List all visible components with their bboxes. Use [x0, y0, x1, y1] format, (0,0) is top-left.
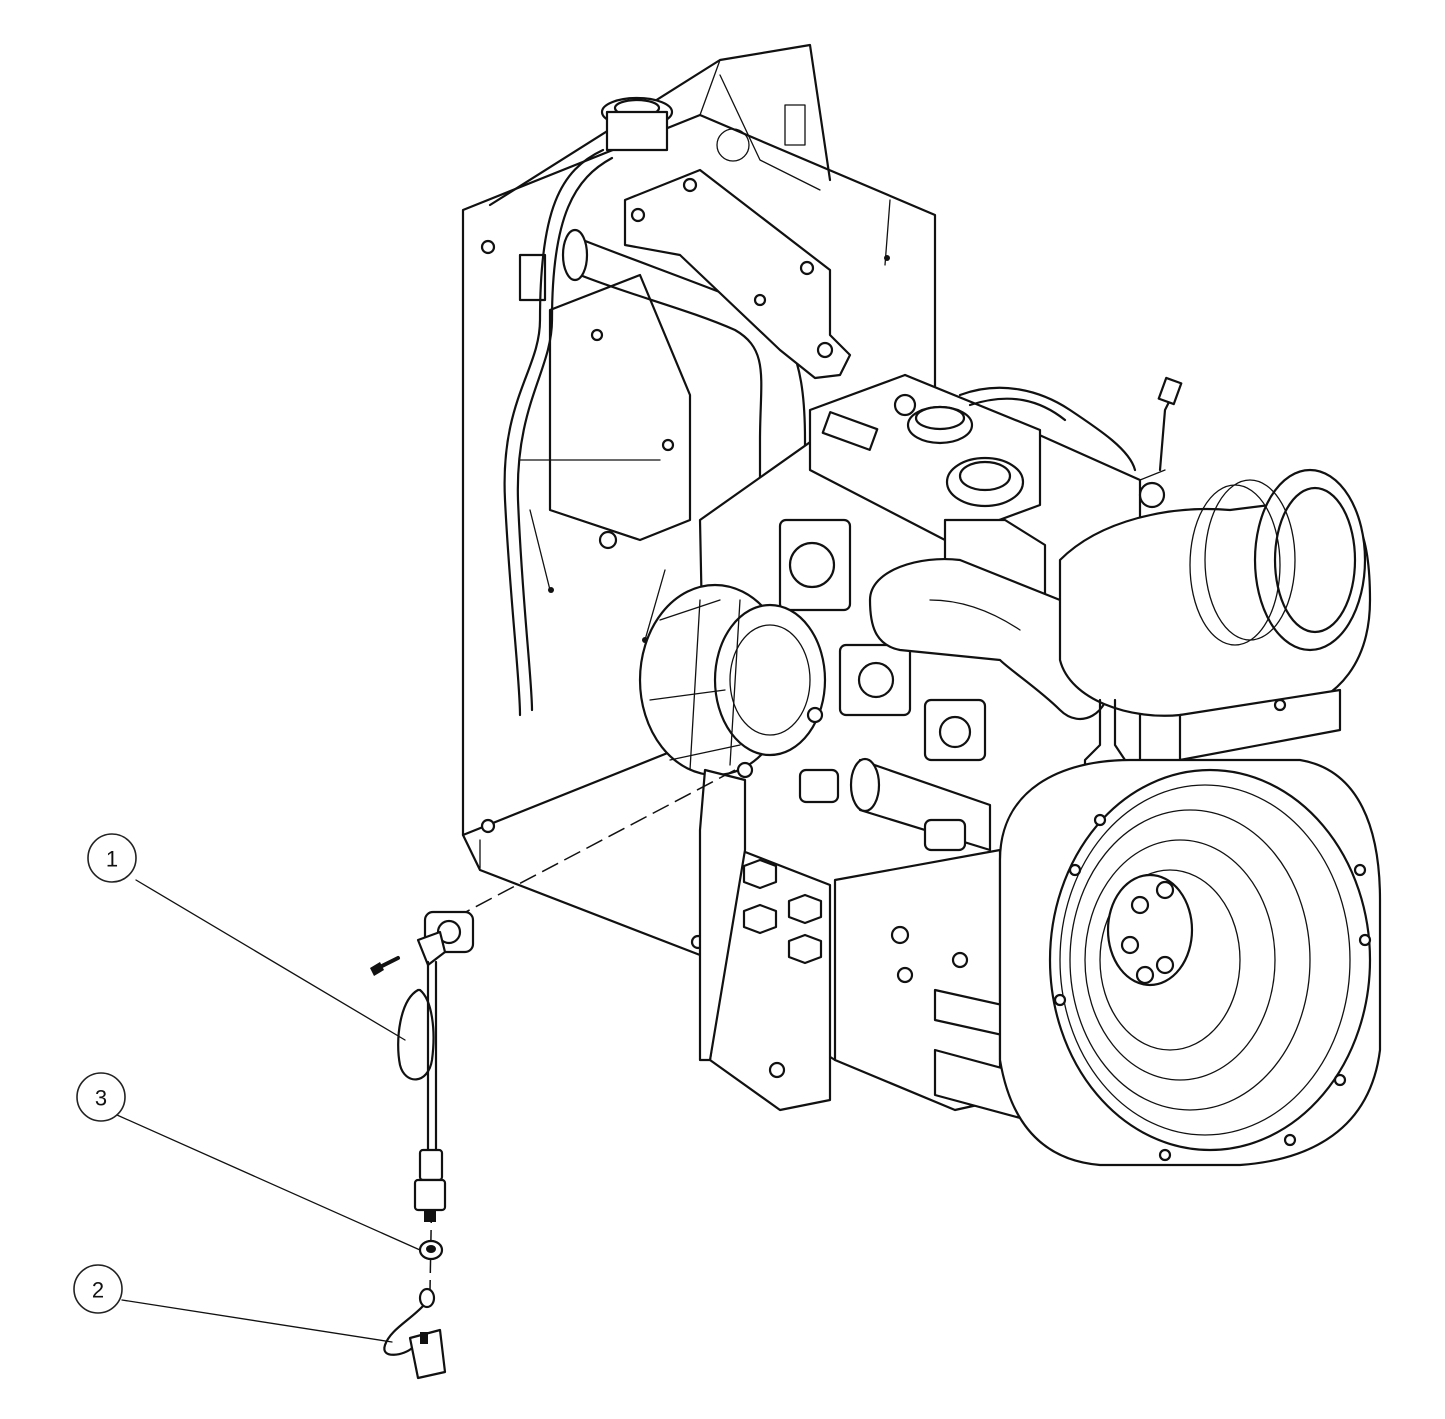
part-sensor-harness [370, 910, 475, 1222]
flywheel-housing [998, 758, 1382, 1167]
alternator [638, 583, 827, 779]
assembly-guide-lines [429, 769, 736, 1291]
air-cleaner [1058, 468, 1372, 792]
starter-motor [798, 757, 992, 852]
lower-block [833, 848, 1067, 1132]
callout-3: 3 [76, 1072, 126, 1122]
part-ground-clip [383, 1287, 447, 1380]
callout-2-label: 2 [92, 1278, 104, 1303]
callout-leaders [116, 879, 421, 1343]
callout-1-label: 1 [106, 847, 118, 872]
mounting-bracket [698, 768, 832, 1112]
part-nut [418, 1239, 444, 1261]
top-bracket [623, 168, 852, 380]
callout-1: 1 [87, 833, 137, 883]
coolant-hose [503, 96, 674, 717]
fan-shroud [519, 273, 692, 542]
callout-3-label: 3 [95, 1086, 107, 1111]
bolt-icon [370, 956, 400, 976]
callout-2: 2 [73, 1264, 123, 1314]
